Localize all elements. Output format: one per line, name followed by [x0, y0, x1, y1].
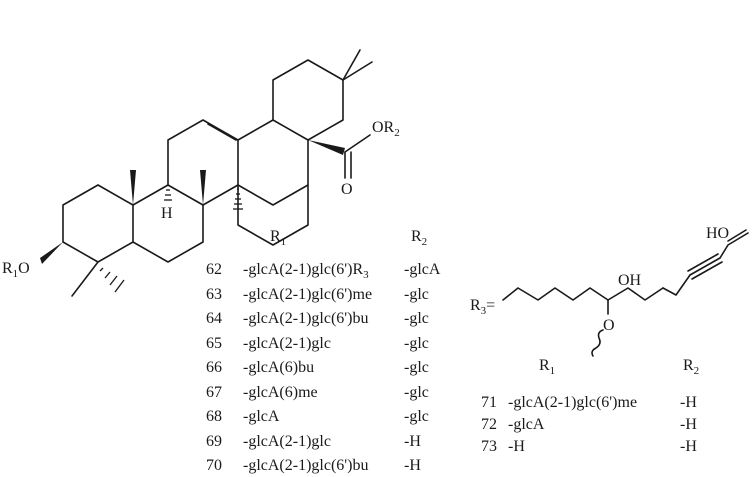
- r3-label: R3=: [470, 297, 495, 317]
- c3-o-wedge: [40, 242, 63, 264]
- r3-vinyl: [719, 232, 749, 259]
- r2-value: -glcA: [404, 261, 441, 278]
- r3-wavy-bond: [591, 329, 604, 357]
- r1-value: -glcA: [508, 416, 545, 433]
- compound-number: 72: [481, 416, 497, 433]
- compound-number: 73: [481, 438, 497, 455]
- ester-c-o-bond: [344, 134, 371, 153]
- compound-number: 64: [206, 310, 222, 327]
- r3-alkyl-chain: [502, 287, 664, 301]
- r3-triple-1: [689, 257, 721, 276]
- ring-c-bonds: [167, 119, 239, 206]
- r1-value: -glcA(6)me: [243, 383, 318, 401]
- ring-d-bonds: [237, 119, 309, 206]
- r2-value: -glc: [404, 359, 429, 376]
- r1-value: -glcA(2-1)glc(6')bu: [243, 457, 369, 474]
- r2-value: -glc: [404, 285, 429, 303]
- r1-value: -glcA(6)bu: [243, 359, 315, 376]
- compound-number: 70: [206, 457, 222, 474]
- r1-value: -glcA(2-1)glc(6')bu: [243, 310, 369, 327]
- r2-value: -H: [680, 416, 697, 433]
- r2-value: -glc: [404, 408, 429, 425]
- compound-number: 69: [206, 432, 222, 450]
- compound-number: 63: [206, 285, 222, 303]
- or2-label: OR2: [372, 119, 400, 139]
- r1-value: -glcA(2-1)glc(6')me: [243, 285, 373, 303]
- methyl-e1: [342, 61, 373, 81]
- methyl-e2: [342, 49, 361, 81]
- ether-o-label: O: [603, 317, 615, 334]
- table2-header-r1: R1: [539, 357, 556, 378]
- r2-value: -H: [404, 432, 421, 450]
- double-bond-c12: [207, 123, 237, 141]
- methyl-c10: [130, 170, 136, 205]
- oh-label-1: OH: [618, 272, 642, 289]
- r2-value: -glc: [404, 310, 429, 327]
- r1o-label: R1O: [2, 260, 30, 280]
- compound-number: 71: [481, 394, 497, 411]
- compound-number: 65: [206, 334, 222, 352]
- r2-value: -glc: [404, 334, 429, 352]
- methyl-c4-a: [71, 261, 99, 297]
- r1-value: -glcA: [243, 408, 280, 425]
- ring-b-bonds: [132, 184, 204, 263]
- h-c9-hash: [164, 189, 172, 201]
- table1-header-r2: R2: [411, 228, 428, 249]
- ring-d-lower-bonds: [237, 184, 309, 246]
- r2-value: -H: [680, 394, 697, 411]
- compound-number: 66: [206, 359, 222, 376]
- table1-header-r1: R1: [270, 228, 287, 249]
- ring-a-bonds: [62, 184, 134, 263]
- r1-value: -glcA(2-1)glc(6')R3: [243, 261, 369, 282]
- r2-value: -H: [680, 438, 697, 455]
- r1-value: -glcA(2-1)glc(6')me: [508, 394, 638, 411]
- compound-number: 68: [206, 408, 222, 425]
- methyl-c4-b-hash: [99, 267, 125, 293]
- methyl-c8: [200, 170, 206, 205]
- r1-value: -H: [508, 438, 525, 455]
- h-label: H: [161, 205, 173, 222]
- compound-number: 67: [206, 383, 222, 401]
- compound-number: 62: [206, 261, 222, 278]
- carbonyl-o-label: O: [341, 181, 353, 198]
- oh-label-2: HO: [706, 225, 729, 242]
- r2-value: -H: [404, 457, 421, 474]
- table2-header-r2: R2: [683, 357, 700, 378]
- r1-value: -glcA(2-1)glc: [243, 334, 331, 352]
- r2-value: -glc: [404, 383, 429, 401]
- ring-e-bonds: [272, 59, 344, 141]
- r1-value: -glcA(2-1)glc: [243, 432, 331, 450]
- r3-triyne-link: [662, 274, 691, 296]
- methyl-c14-hash: [233, 188, 243, 210]
- ester-wedge: [308, 140, 345, 155]
- oleanane-structure: OR2 O H R1O R3= OH HO O: [2, 49, 749, 357]
